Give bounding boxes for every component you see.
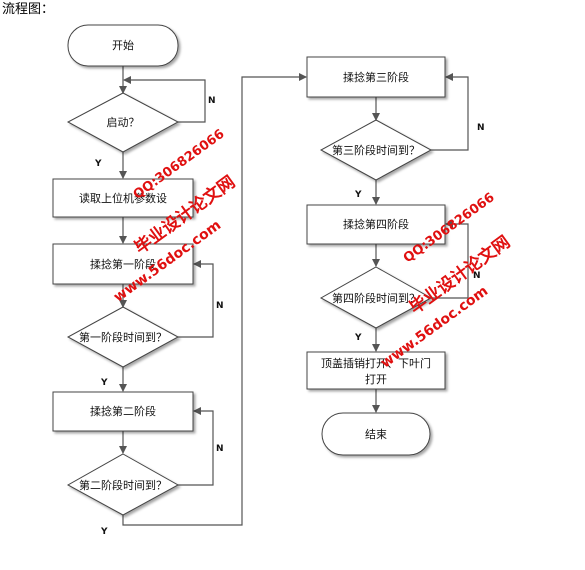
arrow-check4-no-loop <box>431 220 469 299</box>
stage4-label: 揉捻第四阶段 <box>343 217 409 231</box>
stage3-check-label: 第三阶段时间到？ <box>332 143 420 157</box>
no-label-stage3: N <box>477 123 485 133</box>
no-label-stage2: N <box>216 444 224 454</box>
no-label-stage1: N <box>216 301 224 311</box>
startup-decision <box>66 92 180 153</box>
stage2-check-label: 第二阶段时间到？ <box>79 478 167 492</box>
no-label-stage4: N <box>473 271 481 281</box>
release-label-line2: 打开 <box>365 372 387 386</box>
connectors <box>119 66 469 526</box>
end-terminal <box>321 412 431 456</box>
release-label-line1: 顶盖插销打开、下叶门 <box>321 356 431 370</box>
stage3-box <box>306 56 446 98</box>
stage1-box <box>52 243 194 285</box>
start-label: 开始 <box>112 38 134 52</box>
stage2-decision <box>66 453 180 516</box>
stage4-decision <box>319 266 433 329</box>
stage1-decision <box>66 306 180 368</box>
stage4-check-label: 第四阶段时间到？ <box>332 291 420 305</box>
arrow-startup-no-loop <box>123 76 206 123</box>
arrow-check2-yes-to-stage3 <box>122 73 307 526</box>
page-title: 流程图： <box>2 2 54 17</box>
yes-label-stage4: Y <box>354 333 362 343</box>
yes-label-stage1: Y <box>100 378 108 388</box>
startup-label: 启动？ <box>107 116 140 129</box>
no-label-startup: N <box>208 96 216 106</box>
yes-label-stage2: Y <box>100 527 108 537</box>
stage3-decision <box>319 119 433 181</box>
arrow-check1-no-loop <box>178 260 214 338</box>
stage3-label: 揉捻第三阶段 <box>343 70 409 84</box>
read-params-label: 读取上位机参数设 <box>79 191 167 205</box>
arrow-check3-no-loop <box>431 73 469 151</box>
stage2-label: 揉捻第二阶段 <box>90 404 156 418</box>
read-params-box <box>52 178 194 218</box>
end-label: 结束 <box>365 428 387 441</box>
yes-label-startup: Y <box>94 159 102 169</box>
yes-label-stage3: Y <box>354 190 362 200</box>
stage4-box <box>306 204 446 245</box>
arrow-check2-no-loop <box>178 407 214 486</box>
stage2-box <box>52 391 194 432</box>
stage1-check-label: 第一阶段时间到？ <box>79 330 167 344</box>
stage1-label: 揉捻第一阶段 <box>90 257 156 271</box>
start-terminal <box>67 24 179 67</box>
release-box <box>306 351 446 390</box>
